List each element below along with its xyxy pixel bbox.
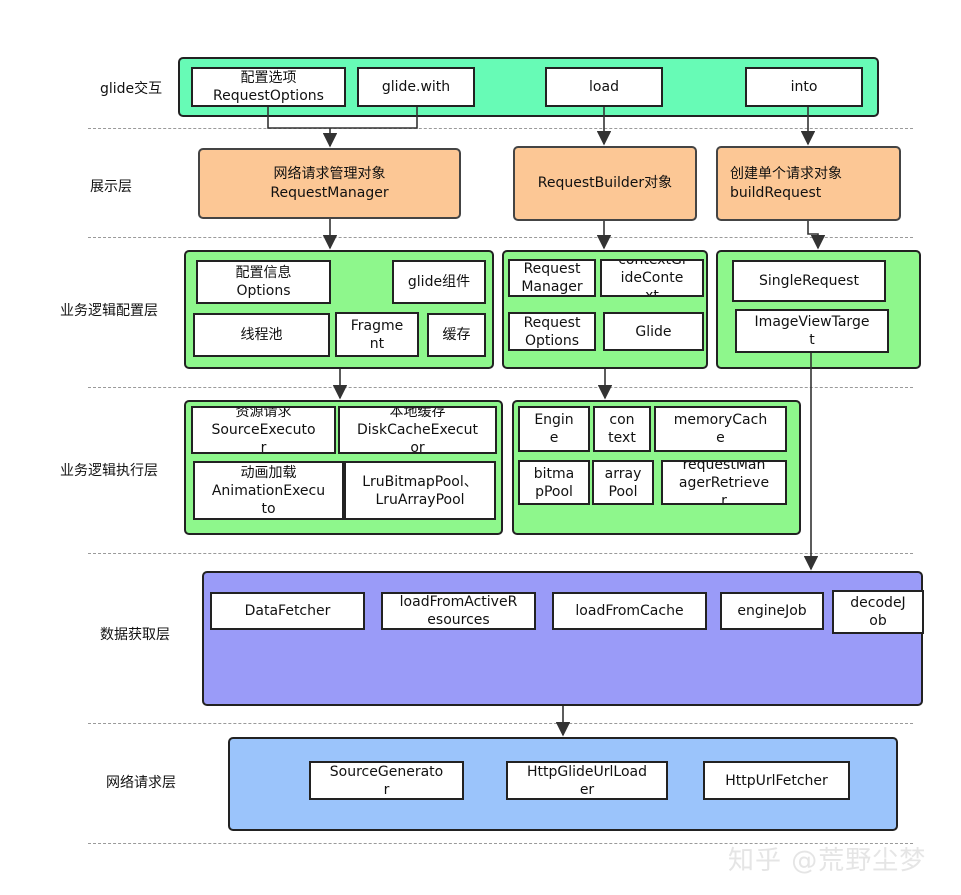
memory-cache-box: memoryCach e [654,406,787,452]
layer-divider [88,843,913,844]
glide-context-box: contextGl ideConte xt [600,259,704,297]
retriever-box: requestMan agerRetrieve r [661,460,787,505]
load-from-active-resources-box: loadFromActiveR esources [381,592,536,630]
layer-label-display: 展示层 [90,179,132,195]
glide-with-box: glide.with [357,67,475,107]
http-url-fetcher-box: HttpUrlFetcher [703,761,850,800]
layer-label-network: 网络请求层 [106,775,176,791]
request-options-box: 配置选项 RequestOptions [191,67,346,107]
cache-box: 缓存 [427,313,486,357]
request-manager-box: 网络请求管理对象 RequestManager [198,148,461,219]
glide-components-box: glide组件 [392,260,486,304]
animation-executor-box: 动画加载 AnimationExecu to [193,461,344,520]
layer-divider [88,553,913,554]
layer-label-config: 业务逻辑配置层 [60,303,158,319]
build-request-box: 创建单个请求对象 buildRequest [716,146,901,221]
watermark: 知乎 @荒野尘梦 [728,846,927,876]
http-glide-url-loader-box: HttpGlideUrlLoad er [506,761,668,800]
single-request-box: SingleRequest [732,260,886,302]
layer-label-execution: 业务逻辑执行层 [60,463,158,479]
layer-divider [88,128,913,129]
decode-job-box: decodeJ ob [832,590,924,634]
layer-label-data-fetch: 数据获取层 [100,627,170,643]
array-pool-box: array Pool [592,460,654,505]
context-box: con text [593,406,651,452]
load-box: load [545,67,663,107]
fragment-box: Fragme nt [335,312,419,357]
image-view-target-box: ImageViewTarge t [735,309,889,353]
disk-cache-executor-box: 本地缓存 DiskCacheExecut or [338,406,497,454]
layer-label-interaction: glide交互 [100,81,163,97]
bitmap-pool-box: bitma pPool [518,460,590,505]
glide-box: Glide [603,312,704,351]
config-request-manager-box: Request Manager [508,259,596,297]
source-generator-box: SourceGenerato r [309,761,464,800]
layer-divider [88,387,913,388]
thread-pool-box: 线程池 [193,313,330,357]
load-from-cache-box: loadFromCache [552,592,707,630]
request-builder-box: RequestBuilder对象 [513,146,697,221]
layer-divider [88,237,913,238]
config-request-options-box: Request Options [508,312,596,351]
engine-job-box: engineJob [720,592,824,630]
options-with-merge-connector [267,107,418,129]
data-fetcher-box: DataFetcher [210,592,365,630]
config-options-box: 配置信息 Options [196,260,331,304]
layer-divider [88,723,913,724]
pools-box: LruBitmapPool、 LruArrayPool [344,461,496,520]
engine-box: Engin e [518,406,590,452]
source-executor-box: 资源请求 SourceExecuto r [191,406,336,454]
into-box: into [745,67,863,107]
arrow-to-config-right [807,221,826,250]
